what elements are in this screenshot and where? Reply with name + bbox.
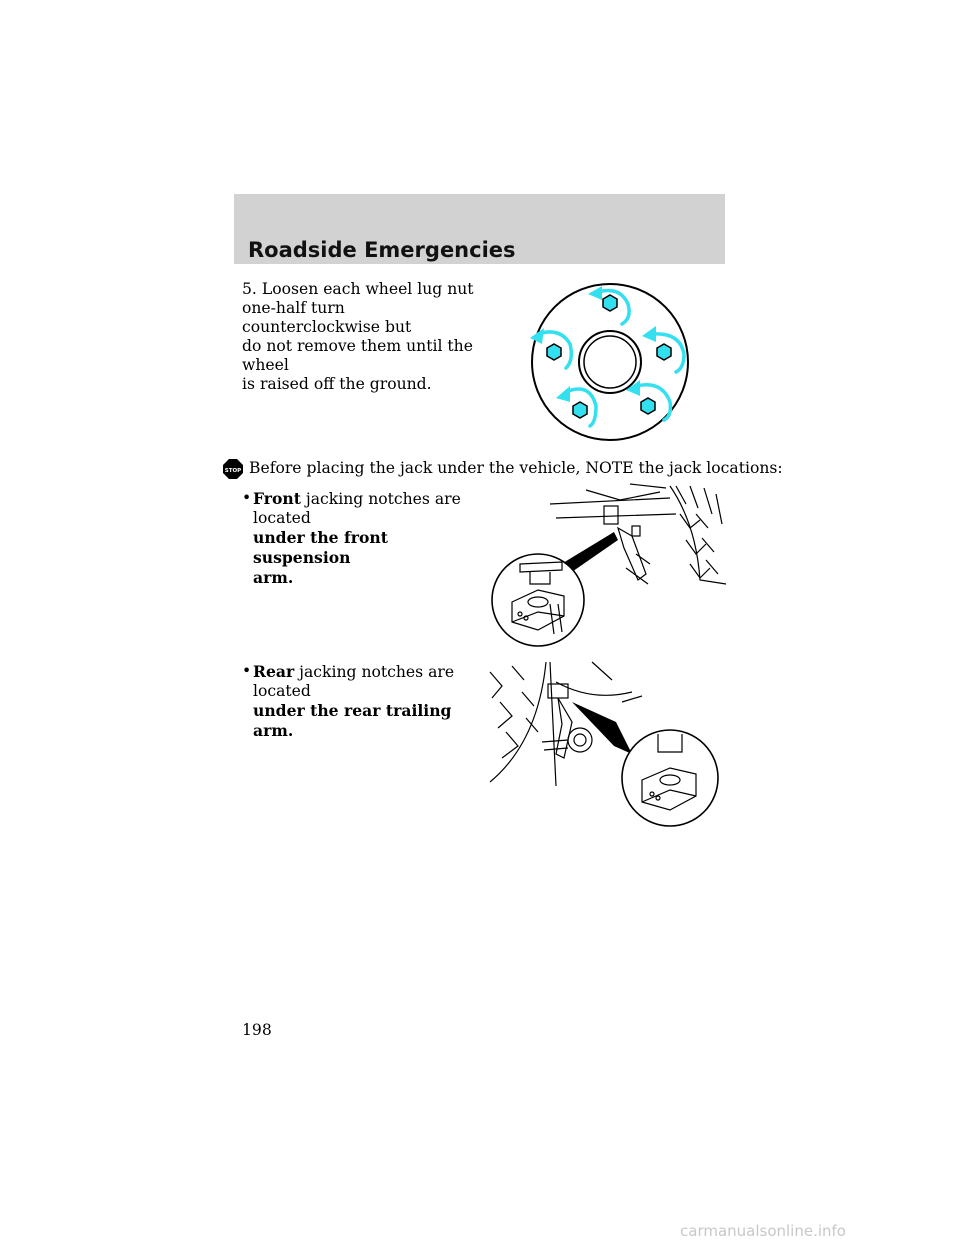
front-label: Front [253,489,301,508]
rear-label: Rear [253,662,295,681]
step-5-line-2: one-half turn counterclockwise but [242,299,412,336]
section-title: Roadside Emergencies [248,238,516,262]
page-number: 198 [242,1021,272,1039]
front-jack-point-illustration [491,483,727,647]
step-5-line-1: 5. Loosen each wheel lug nut [242,280,474,298]
rear-location-line: under the rear trailing arm. [253,701,452,740]
stop-sign-icon: STOP [223,459,243,479]
step-5-line-4: is raised off the ground. [242,375,432,393]
bullet-dot: • [242,662,252,680]
step-5-line-3: do not remove them until the wheel [242,337,473,374]
front-location-line-2: arm. [253,568,294,587]
stop-sign-label: STOP [225,468,241,474]
section-header-band: Roadside Emergencies [234,194,725,264]
wheel-hub-lug-nut-illustration [530,283,689,441]
warning-text: Before placing the jack under the vehicl… [249,459,783,477]
rear-plain-text: jacking notches are located [253,663,455,700]
rear-jack-point-illustration [489,661,719,827]
watermark: carmanualsonline.info [680,1222,846,1240]
bullet-dot: • [242,489,252,507]
step-5-text: 5. Loosen each wheel lug nut one-half tu… [242,280,482,394]
front-location-line-1: under the front suspension [253,528,388,567]
front-plain-text: jacking notches are located [253,490,461,527]
